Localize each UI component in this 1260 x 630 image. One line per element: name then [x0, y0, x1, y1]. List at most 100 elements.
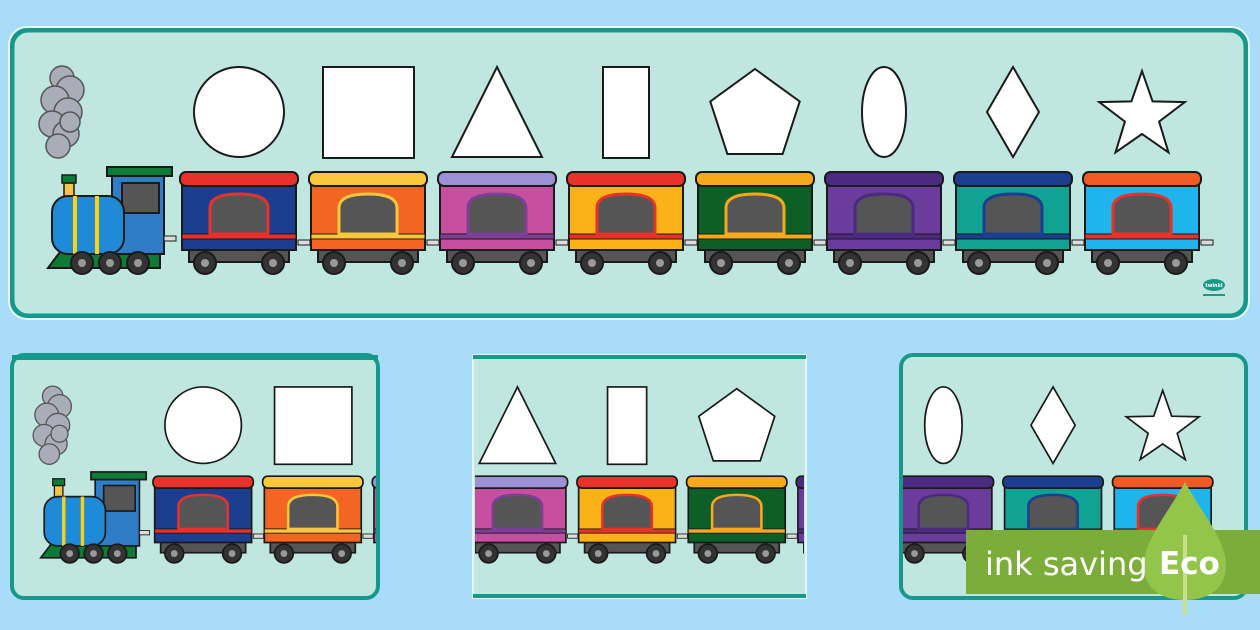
- wheel-hub: [448, 550, 455, 557]
- carriage-window: [286, 493, 339, 531]
- carriage-window: [337, 192, 399, 236]
- wheel-hub: [542, 550, 550, 557]
- carriage-trim: [797, 528, 804, 534]
- carriage-roof: [685, 475, 788, 489]
- cab-roof: [106, 166, 173, 177]
- square-shape: [273, 386, 353, 466]
- carriage-body: [813, 485, 910, 543]
- wheel-hub: [78, 259, 86, 267]
- star-shape: [1096, 67, 1188, 155]
- carriage-trim: [373, 528, 376, 534]
- wheel-hub: [588, 259, 596, 267]
- coupler: [813, 239, 827, 246]
- carriage: [179, 171, 311, 275]
- carriage-roof: [953, 171, 1073, 187]
- wheel-hub: [280, 550, 288, 557]
- carriage-window: [822, 495, 871, 529]
- carriage-roof: [811, 476, 911, 488]
- carriage-window: [383, 495, 432, 529]
- diamond-shape: [839, 387, 883, 464]
- carriage: [475, 475, 579, 564]
- cab-roof: [90, 471, 148, 481]
- wheel: [442, 544, 461, 563]
- eco-ink-saving-badge: ink saving Eco: [966, 482, 1260, 615]
- coupler: [1071, 239, 1085, 246]
- carriage: [685, 475, 798, 564]
- wheel-hub: [1043, 259, 1051, 267]
- oval-shape: [828, 387, 865, 464]
- coupler: [1200, 239, 1214, 246]
- train-scene-content: [383, 385, 871, 564]
- locomotive: [38, 65, 177, 275]
- wheel-hub: [911, 550, 918, 557]
- carriage-body: [797, 483, 804, 544]
- carriage: [795, 475, 871, 563]
- carriage: [695, 171, 827, 275]
- carriage-window: [982, 192, 1044, 236]
- diamond-shape: [985, 65, 1041, 159]
- boiler-band: [73, 196, 77, 254]
- wheel-hub: [829, 550, 836, 557]
- boiler: [51, 195, 125, 255]
- carriage-roof: [437, 171, 557, 187]
- chimney-cap: [61, 174, 77, 184]
- coupler: [942, 239, 956, 246]
- carriage-roof: [308, 171, 428, 187]
- train-scene-content: [32, 385, 911, 564]
- carriage-window: [601, 493, 654, 531]
- carriage-chassis: [803, 539, 804, 554]
- wheel-hub: [269, 259, 277, 267]
- rectangle-shape: [602, 66, 650, 159]
- wheel-hub: [134, 259, 142, 267]
- banner-panel-part-1: [10, 353, 911, 600]
- smoke-puff: [59, 111, 81, 133]
- carriage-window: [809, 495, 858, 529]
- coupler: [445, 534, 455, 538]
- wheel-hub: [113, 550, 121, 557]
- carriage-roof: [1111, 475, 1214, 489]
- boiler-band: [95, 196, 99, 254]
- wheel-hub: [421, 550, 428, 557]
- carriage-roof: [824, 171, 944, 187]
- wheel-hub: [433, 550, 440, 557]
- wheel-hub: [170, 550, 178, 557]
- wheel-hub: [106, 259, 114, 267]
- circle-shape: [193, 66, 285, 158]
- ink-saving-label: ink saving: [985, 545, 1148, 583]
- carriage-window: [853, 192, 915, 236]
- banner-panel-full: twinkl: [8, 26, 1250, 320]
- wheel-hub: [1104, 259, 1112, 267]
- wheel-hub: [66, 550, 74, 557]
- pentagon-shape: [697, 387, 776, 462]
- wheel-hub: [485, 550, 492, 557]
- carriage-window: [1027, 493, 1079, 531]
- pentagon-shape: [709, 67, 801, 155]
- carriage: [1082, 171, 1214, 275]
- wheel: [808, 544, 827, 563]
- coupler: [362, 533, 374, 539]
- carriage-window: [491, 493, 544, 531]
- coupler: [676, 533, 688, 539]
- carriage-roof: [566, 171, 686, 187]
- carriage: [566, 171, 698, 275]
- wheel-hub: [785, 259, 793, 267]
- wheel: [823, 544, 842, 563]
- coupler: [555, 239, 569, 246]
- carriage-chassis: [380, 541, 465, 553]
- carriage: [261, 475, 374, 564]
- train-scene-part-1: [32, 385, 911, 564]
- wheel-hub: [201, 259, 209, 267]
- wheel-hub: [975, 259, 983, 267]
- carriage: [824, 171, 956, 275]
- carriage-roof: [475, 475, 569, 489]
- twinkl-logo: twinkl: [1203, 279, 1225, 296]
- coupler: [786, 533, 798, 539]
- carriage-window: [710, 493, 763, 531]
- carriage: [152, 475, 264, 564]
- wheel-hub: [459, 259, 467, 267]
- carriage: [371, 475, 465, 563]
- wheel-hub: [704, 550, 712, 557]
- wheel-hub: [762, 550, 770, 557]
